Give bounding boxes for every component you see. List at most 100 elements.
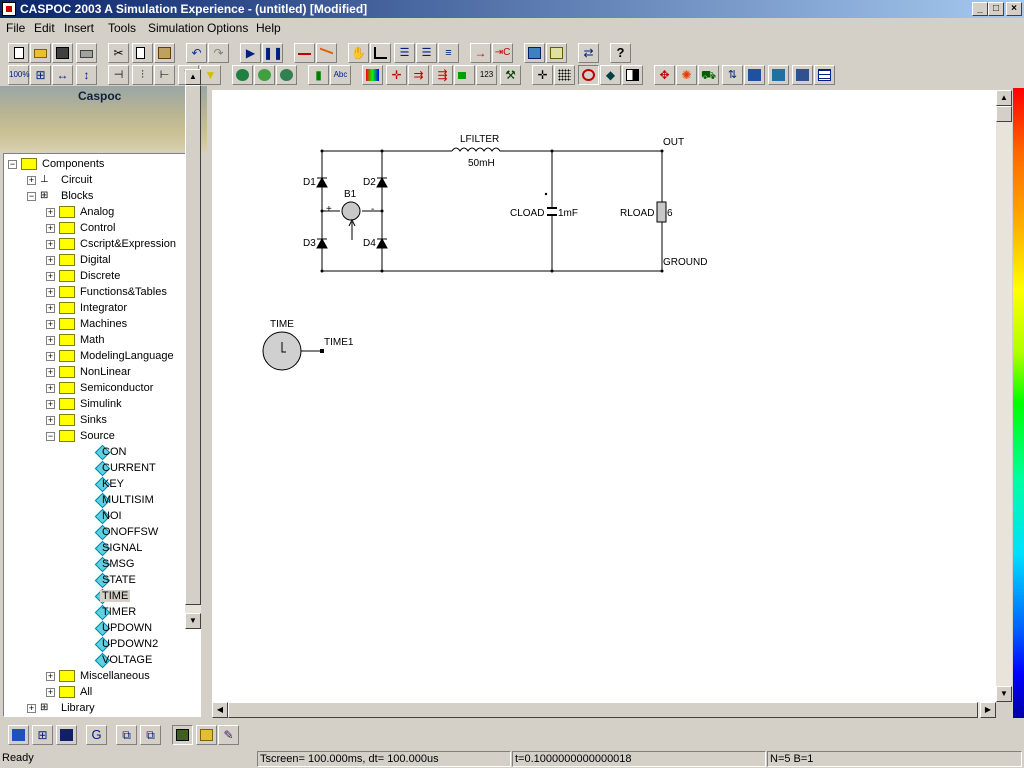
- expand-icon[interactable]: +: [46, 687, 55, 697]
- view-tree-button[interactable]: ⊞: [32, 725, 53, 745]
- menu-options[interactable]: Options: [207, 21, 249, 35]
- component-tree[interactable]: −Components +⊥Circuit −⊞Blocks +Analog+C…: [3, 153, 201, 717]
- collapse-icon[interactable]: −: [8, 159, 17, 169]
- connector-button[interactable]: [454, 65, 475, 85]
- sort-button[interactable]: ⇅: [722, 65, 743, 85]
- cut-button[interactable]: ✂: [108, 43, 129, 63]
- view-components-button[interactable]: [8, 725, 29, 745]
- scroll-up-icon[interactable]: ▲: [185, 69, 201, 85]
- run-simulation-button[interactable]: ▶: [240, 43, 261, 63]
- menu-file[interactable]: File: [6, 21, 26, 35]
- chip3-button[interactable]: [792, 65, 813, 85]
- capacitor-cload[interactable]: [547, 207, 557, 216]
- expand-icon[interactable]: +: [46, 351, 55, 361]
- menu-edit[interactable]: Edit: [34, 21, 55, 35]
- crosshair-button[interactable]: ✛: [532, 65, 553, 85]
- inductor-lfilter[interactable]: [451, 147, 504, 152]
- expand-icon[interactable]: +: [46, 223, 55, 233]
- waveform-button[interactable]: [294, 43, 315, 63]
- move-button[interactable]: ✥: [654, 65, 675, 85]
- align-center-button[interactable]: ⫶: [132, 65, 153, 85]
- chip2-button[interactable]: [768, 65, 789, 85]
- expand-icon[interactable]: +: [46, 271, 55, 281]
- diode-d1[interactable]: [316, 176, 328, 188]
- image-button[interactable]: [172, 725, 193, 745]
- menu-help[interactable]: Help: [256, 21, 281, 35]
- menu-tools[interactable]: Tools: [108, 21, 137, 35]
- folder-view-button[interactable]: [196, 725, 217, 745]
- text-label-button[interactable]: Abc: [330, 65, 351, 85]
- canvas-hscroll-thumb[interactable]: [228, 702, 978, 718]
- undo-button[interactable]: ↶: [186, 43, 207, 63]
- component-lib-button[interactable]: [524, 43, 545, 63]
- schematic-svg[interactable]: LFILTER 50mH OUT GROUND CLOAD 1mF RLOAD …: [212, 90, 996, 702]
- align-left-button[interactable]: ⊣: [108, 65, 129, 85]
- menu-simulation[interactable]: Simulation: [148, 21, 205, 35]
- settings-list-button[interactable]: ≡: [438, 43, 459, 63]
- wand-button[interactable]: ⚒: [500, 65, 521, 85]
- chip1-button[interactable]: [744, 65, 765, 85]
- expand-icon[interactable]: +: [46, 207, 55, 217]
- canvas-vscroll-thumb[interactable]: [996, 106, 1012, 122]
- fill-button[interactable]: ◆: [600, 65, 621, 85]
- refresh-button[interactable]: G: [86, 725, 107, 745]
- grid-button[interactable]: [554, 65, 575, 85]
- scroll-left-icon[interactable]: ◀: [212, 702, 228, 718]
- list2-button[interactable]: ☰: [416, 43, 437, 63]
- table-button[interactable]: [814, 65, 835, 85]
- save-button[interactable]: [52, 43, 73, 63]
- source-b1[interactable]: [341, 201, 361, 221]
- distribute-button[interactable]: ⊢: [154, 65, 175, 85]
- globe-button[interactable]: [232, 65, 253, 85]
- node-button[interactable]: ✛: [386, 65, 407, 85]
- app-icon[interactable]: [2, 2, 16, 16]
- redo-button[interactable]: ↷: [208, 43, 229, 63]
- menu-insert[interactable]: Insert: [64, 21, 95, 35]
- restore-button[interactable]: □: [988, 2, 1004, 16]
- scope-button[interactable]: [370, 43, 391, 63]
- minimize-button[interactable]: _: [972, 2, 988, 16]
- component-edit-button[interactable]: [546, 43, 567, 63]
- expand-icon[interactable]: +: [46, 255, 55, 265]
- output-port[interactable]: [320, 349, 324, 353]
- zoom-width-button[interactable]: ↔: [52, 65, 73, 85]
- globe2-button[interactable]: [254, 65, 275, 85]
- number-button[interactable]: 123: [476, 65, 497, 85]
- diode-d4[interactable]: [376, 237, 388, 249]
- expand-icon[interactable]: +: [46, 367, 55, 377]
- ramp-button[interactable]: [316, 43, 337, 63]
- zoom-height-button[interactable]: ↕: [76, 65, 97, 85]
- flip-button[interactable]: ⇄: [578, 43, 599, 63]
- expand-icon[interactable]: +: [46, 671, 55, 681]
- scroll-down-icon[interactable]: ▼: [996, 686, 1012, 702]
- expand-icon[interactable]: +: [46, 303, 55, 313]
- zoom-100-button[interactable]: 100%: [8, 65, 29, 85]
- wire2-button[interactable]: ⇶: [432, 65, 453, 85]
- level-button[interactable]: [622, 65, 643, 85]
- expand-icon[interactable]: +: [46, 399, 55, 409]
- paste-button[interactable]: [154, 43, 175, 63]
- diode-d3[interactable]: [316, 237, 328, 249]
- scroll-down-icon[interactable]: ▼: [185, 613, 201, 629]
- expand-icon[interactable]: +: [46, 287, 55, 297]
- expand-icon[interactable]: +: [46, 335, 55, 345]
- collapse-icon[interactable]: −: [46, 431, 55, 441]
- close-button[interactable]: ×: [1006, 2, 1022, 16]
- scroll-right-icon[interactable]: ▶: [980, 702, 996, 718]
- expand-icon[interactable]: +: [46, 239, 55, 249]
- diode-d2[interactable]: [376, 176, 388, 188]
- collapse-icon[interactable]: −: [27, 191, 36, 201]
- open-button[interactable]: [30, 43, 51, 63]
- globe3-button[interactable]: [276, 65, 297, 85]
- list-button[interactable]: ☰: [394, 43, 415, 63]
- hand-tool-button[interactable]: ✋: [348, 43, 369, 63]
- cascade-button[interactable]: ⧉: [140, 725, 161, 745]
- resistor-rload[interactable]: [656, 201, 667, 223]
- print-button[interactable]: [76, 43, 97, 63]
- expand-icon[interactable]: +: [46, 383, 55, 393]
- pause-simulation-button[interactable]: ❚❚: [262, 43, 283, 63]
- zoom-fit-button[interactable]: ⊞: [30, 65, 51, 85]
- brush-button[interactable]: ▮: [308, 65, 329, 85]
- arrow-in-button[interactable]: ⇥C: [492, 43, 513, 63]
- wire-button[interactable]: ⇉: [408, 65, 429, 85]
